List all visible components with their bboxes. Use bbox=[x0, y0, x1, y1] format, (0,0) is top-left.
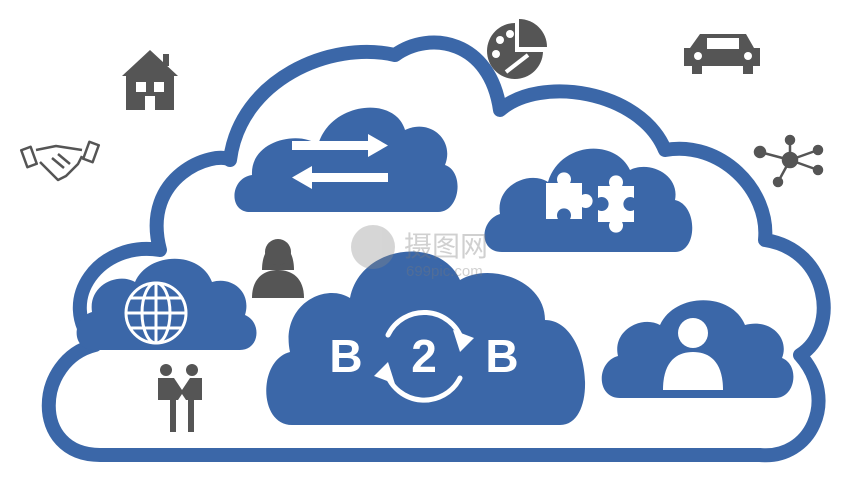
user-cloud bbox=[601, 300, 794, 398]
globe-cloud bbox=[76, 258, 257, 350]
handshake-icon bbox=[19, 140, 101, 182]
b2b-number: 2 bbox=[411, 330, 437, 382]
user-icon bbox=[663, 318, 723, 390]
woman-icon bbox=[252, 239, 304, 298]
people-handshake-icon bbox=[158, 364, 202, 432]
b2b-cloud bbox=[266, 251, 586, 425]
house-icon bbox=[122, 50, 178, 110]
watermark: 摄图网 699pic.com bbox=[351, 225, 488, 280]
globe-icon bbox=[124, 281, 188, 345]
outline-cloud bbox=[41, 35, 831, 463]
watermark-brand: 摄图网 bbox=[404, 231, 488, 262]
palette-icon bbox=[487, 19, 547, 79]
cycle-arrowhead-bottom bbox=[374, 362, 395, 384]
exchange-cloud bbox=[234, 107, 458, 212]
network-icon bbox=[753, 134, 824, 188]
car-icon bbox=[684, 34, 760, 74]
b2b-right-letter: B bbox=[485, 330, 518, 382]
cycle-arrows-icon bbox=[383, 309, 465, 403]
cycle-arrowhead-top bbox=[453, 330, 474, 352]
b2b-left-letter: B bbox=[329, 330, 362, 382]
watermark-url: 699pic.com bbox=[406, 263, 483, 280]
exchange-arrows-icon bbox=[292, 134, 388, 189]
puzzle-icon bbox=[546, 172, 634, 233]
